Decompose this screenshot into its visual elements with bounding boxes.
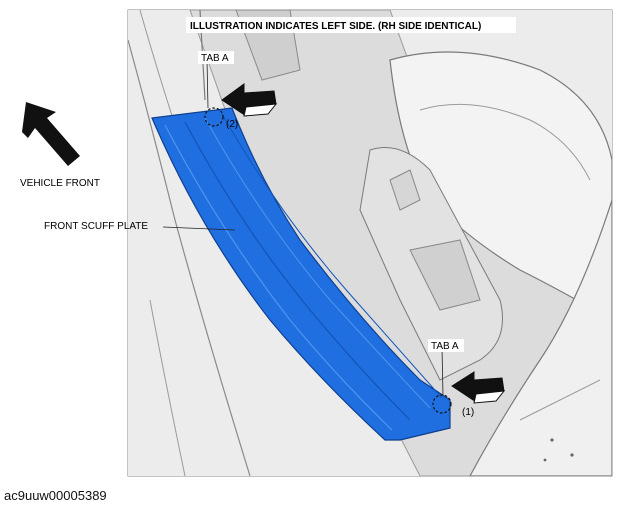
step-1-label: (1) [462,407,474,418]
illustration-panel [127,9,613,477]
scuff-plate-leader [162,226,236,231]
tab-a-top-label-bg [198,51,234,64]
vehicle-front-arrow-icon [22,102,80,166]
title-label: ILLUSTRATION INDICATES LEFT SIDE. (RH SI… [190,21,481,32]
front-scuff-plate-label: FRONT SCUFF PLATE [44,221,148,232]
figure-caption: ac9uuw00005389 [4,488,107,503]
push-arrow-top-icon [221,83,278,117]
tab-a-bottom-label: TAB A [431,341,459,352]
step-2-label: (2) [226,119,238,130]
tab-a-bottom-label-bg [428,339,464,352]
front-scuff-plate [151,107,451,441]
title-label-bg [186,17,516,33]
push-arrow-bottom-icon [451,371,506,404]
vehicle-front-label: VEHICLE FRONT [20,178,100,189]
tab-a-bottom-marker [432,347,452,414]
tab-a-top-label: TAB A [201,53,229,64]
tab-a-top-marker [204,59,224,127]
